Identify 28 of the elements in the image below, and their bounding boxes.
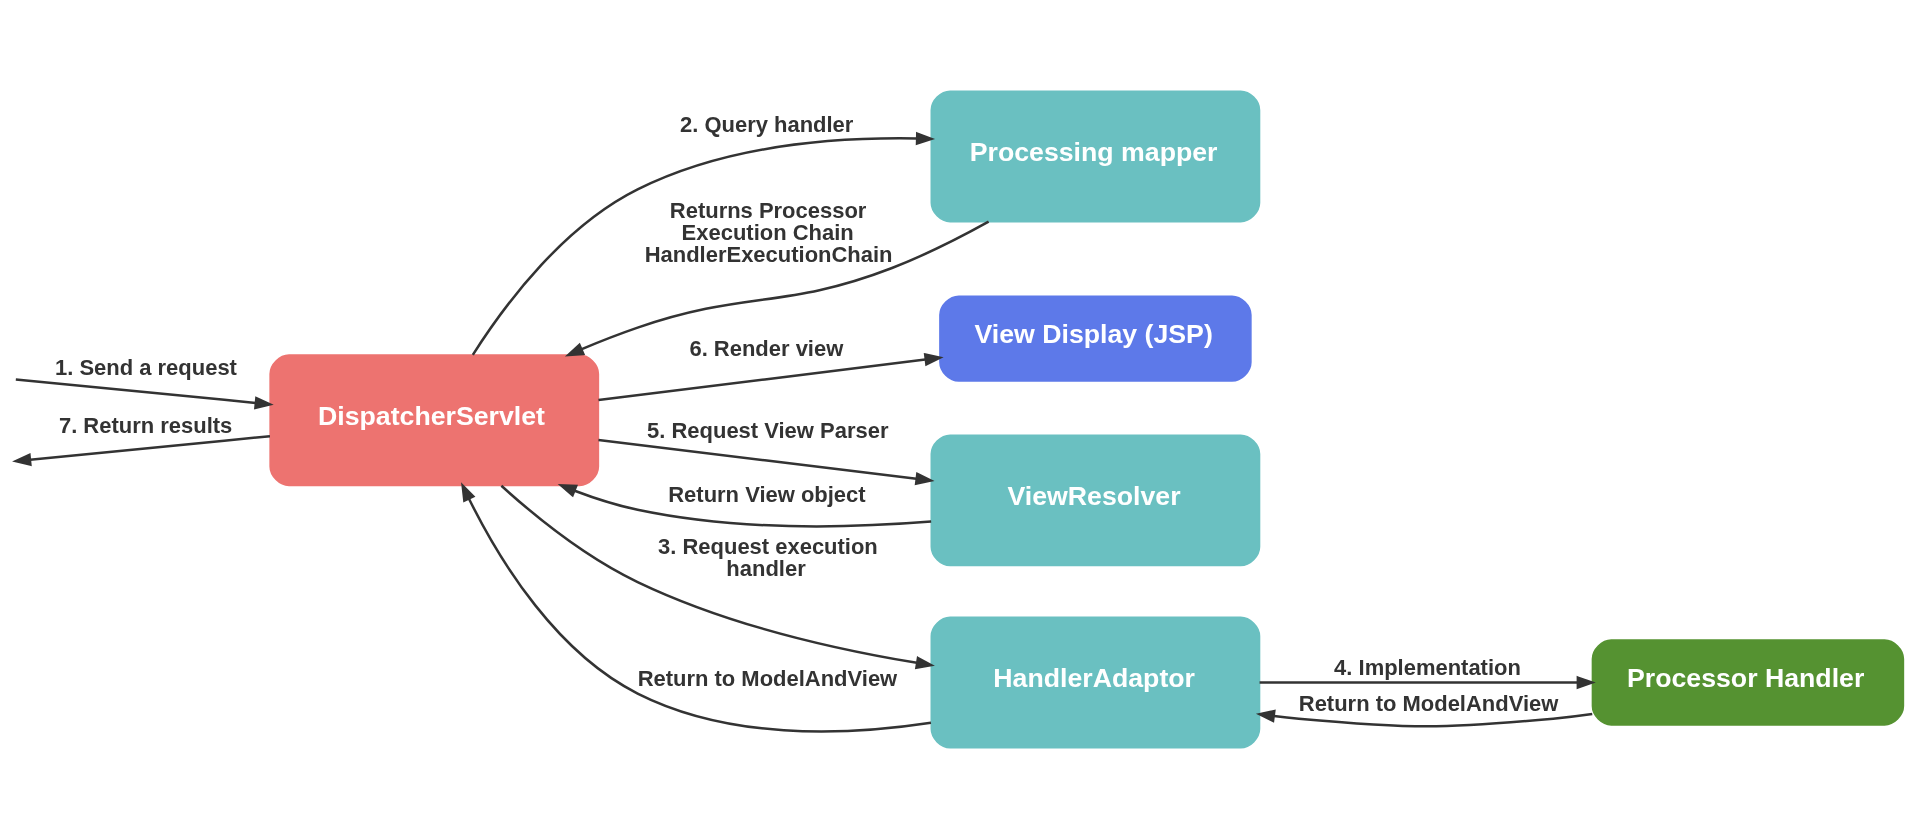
arrow xyxy=(557,484,932,528)
node-box: Processing mapper xyxy=(930,90,1261,223)
arrow xyxy=(1255,709,1593,728)
arrow xyxy=(598,352,944,402)
edge-label: 2. Query handler xyxy=(680,111,854,137)
arrow xyxy=(598,438,935,486)
node-box: View Display (JSP) xyxy=(939,295,1252,382)
edge-label: 6. Render view xyxy=(689,336,844,362)
arrow xyxy=(564,220,990,357)
edge-label: Return to ModelAndView xyxy=(1298,691,1559,717)
node-box: ViewResolver xyxy=(930,434,1261,567)
edge-label: 7. Return results xyxy=(58,413,233,439)
edge-label: Return to ModelAndView xyxy=(637,666,898,691)
node-box: DispatcherServlet xyxy=(269,354,600,487)
node-box: HandlerAdaptor xyxy=(930,616,1261,749)
arrow xyxy=(15,378,274,410)
edge-label: Returns Processor Execution Chain HandlerExecutionChain xyxy=(644,198,893,267)
arrow xyxy=(1259,675,1596,690)
edge-label: 1. Send a request xyxy=(55,355,237,381)
arrow xyxy=(461,482,932,733)
edge-label: 5. Request View Parser xyxy=(647,417,889,443)
arrow xyxy=(471,131,936,356)
edge-label: 3. Request execution handler xyxy=(658,534,878,582)
node-box: Processor Handler xyxy=(1591,639,1905,726)
edge-label: 4. Implementation xyxy=(1334,655,1521,681)
edge-label: Return View object xyxy=(668,482,866,508)
arrow xyxy=(12,435,271,467)
arrow xyxy=(500,484,935,670)
